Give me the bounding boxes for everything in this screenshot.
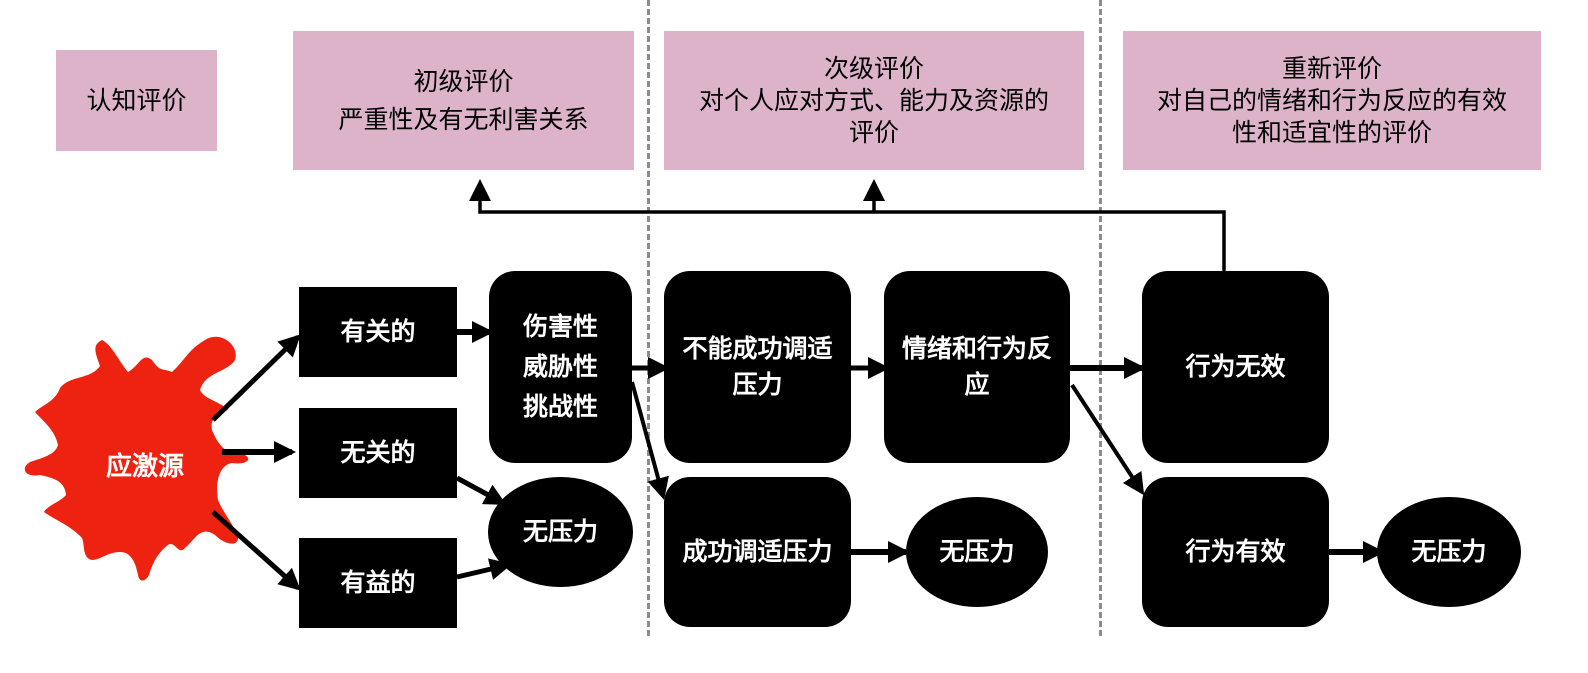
node-success-adapt: 成功调适压力 xyxy=(664,477,851,627)
cognitive-appraisal-label: 认知评价 xyxy=(56,50,217,151)
divider-primary-secondary xyxy=(647,0,650,636)
node-harm-threat-challenge: 伤害性 威胁性 挑战性 xyxy=(489,271,632,463)
node-fail-adapt: 不能成功调适 压力 xyxy=(664,271,851,463)
secondary-appraisal-box: 次级评价 对个人应对方式、能力及资源的 评价 xyxy=(664,31,1084,170)
primary-appraisal-desc: 严重性及有无利害关系 xyxy=(338,104,589,134)
node-behavior-ineffective: 行为无效 xyxy=(1142,271,1329,463)
node-no-stress-2: 无压力 xyxy=(906,497,1048,607)
cognitive-appraisal-text: 认知评价 xyxy=(86,85,187,115)
stressor-label: 应激源 xyxy=(105,451,184,482)
reappraisal-desc-2: 性和适宜性的评价 xyxy=(1231,117,1432,147)
stressor-splat-icon xyxy=(24,336,249,581)
reappraisal-title: 重新评价 xyxy=(1281,53,1382,83)
reappraisal-desc-1: 对自己的情绪和行为反应的有效 xyxy=(1156,85,1507,115)
harm-label: 伤害性 xyxy=(522,312,598,341)
divider-secondary-reappraisal xyxy=(1099,0,1102,636)
node-relevant: 有关的 xyxy=(299,287,457,377)
secondary-appraisal-title: 次级评价 xyxy=(823,53,924,83)
challenge-label: 挑战性 xyxy=(522,392,598,421)
node-behavior-effective: 行为有效 xyxy=(1142,477,1329,627)
threat-label: 威胁性 xyxy=(522,352,598,381)
secondary-appraisal-desc-2: 评价 xyxy=(848,117,899,147)
primary-appraisal-title: 初级评价 xyxy=(413,66,514,96)
node-emotion-behavior: 情绪和行为反 应 xyxy=(884,271,1070,463)
node-irrelevant: 无关的 xyxy=(299,408,457,498)
node-no-stress-3: 无压力 xyxy=(1377,497,1521,607)
secondary-appraisal-desc-1: 对个人应对方式、能力及资源的 xyxy=(698,85,1049,115)
node-no-stress-1: 无压力 xyxy=(488,477,633,587)
reappraisal-box: 重新评价 对自己的情绪和行为反应的有效 性和适宜性的评价 xyxy=(1123,31,1541,170)
node-beneficial: 有益的 xyxy=(299,538,457,628)
primary-appraisal-box: 初级评价 严重性及有无利害关系 xyxy=(293,31,634,170)
